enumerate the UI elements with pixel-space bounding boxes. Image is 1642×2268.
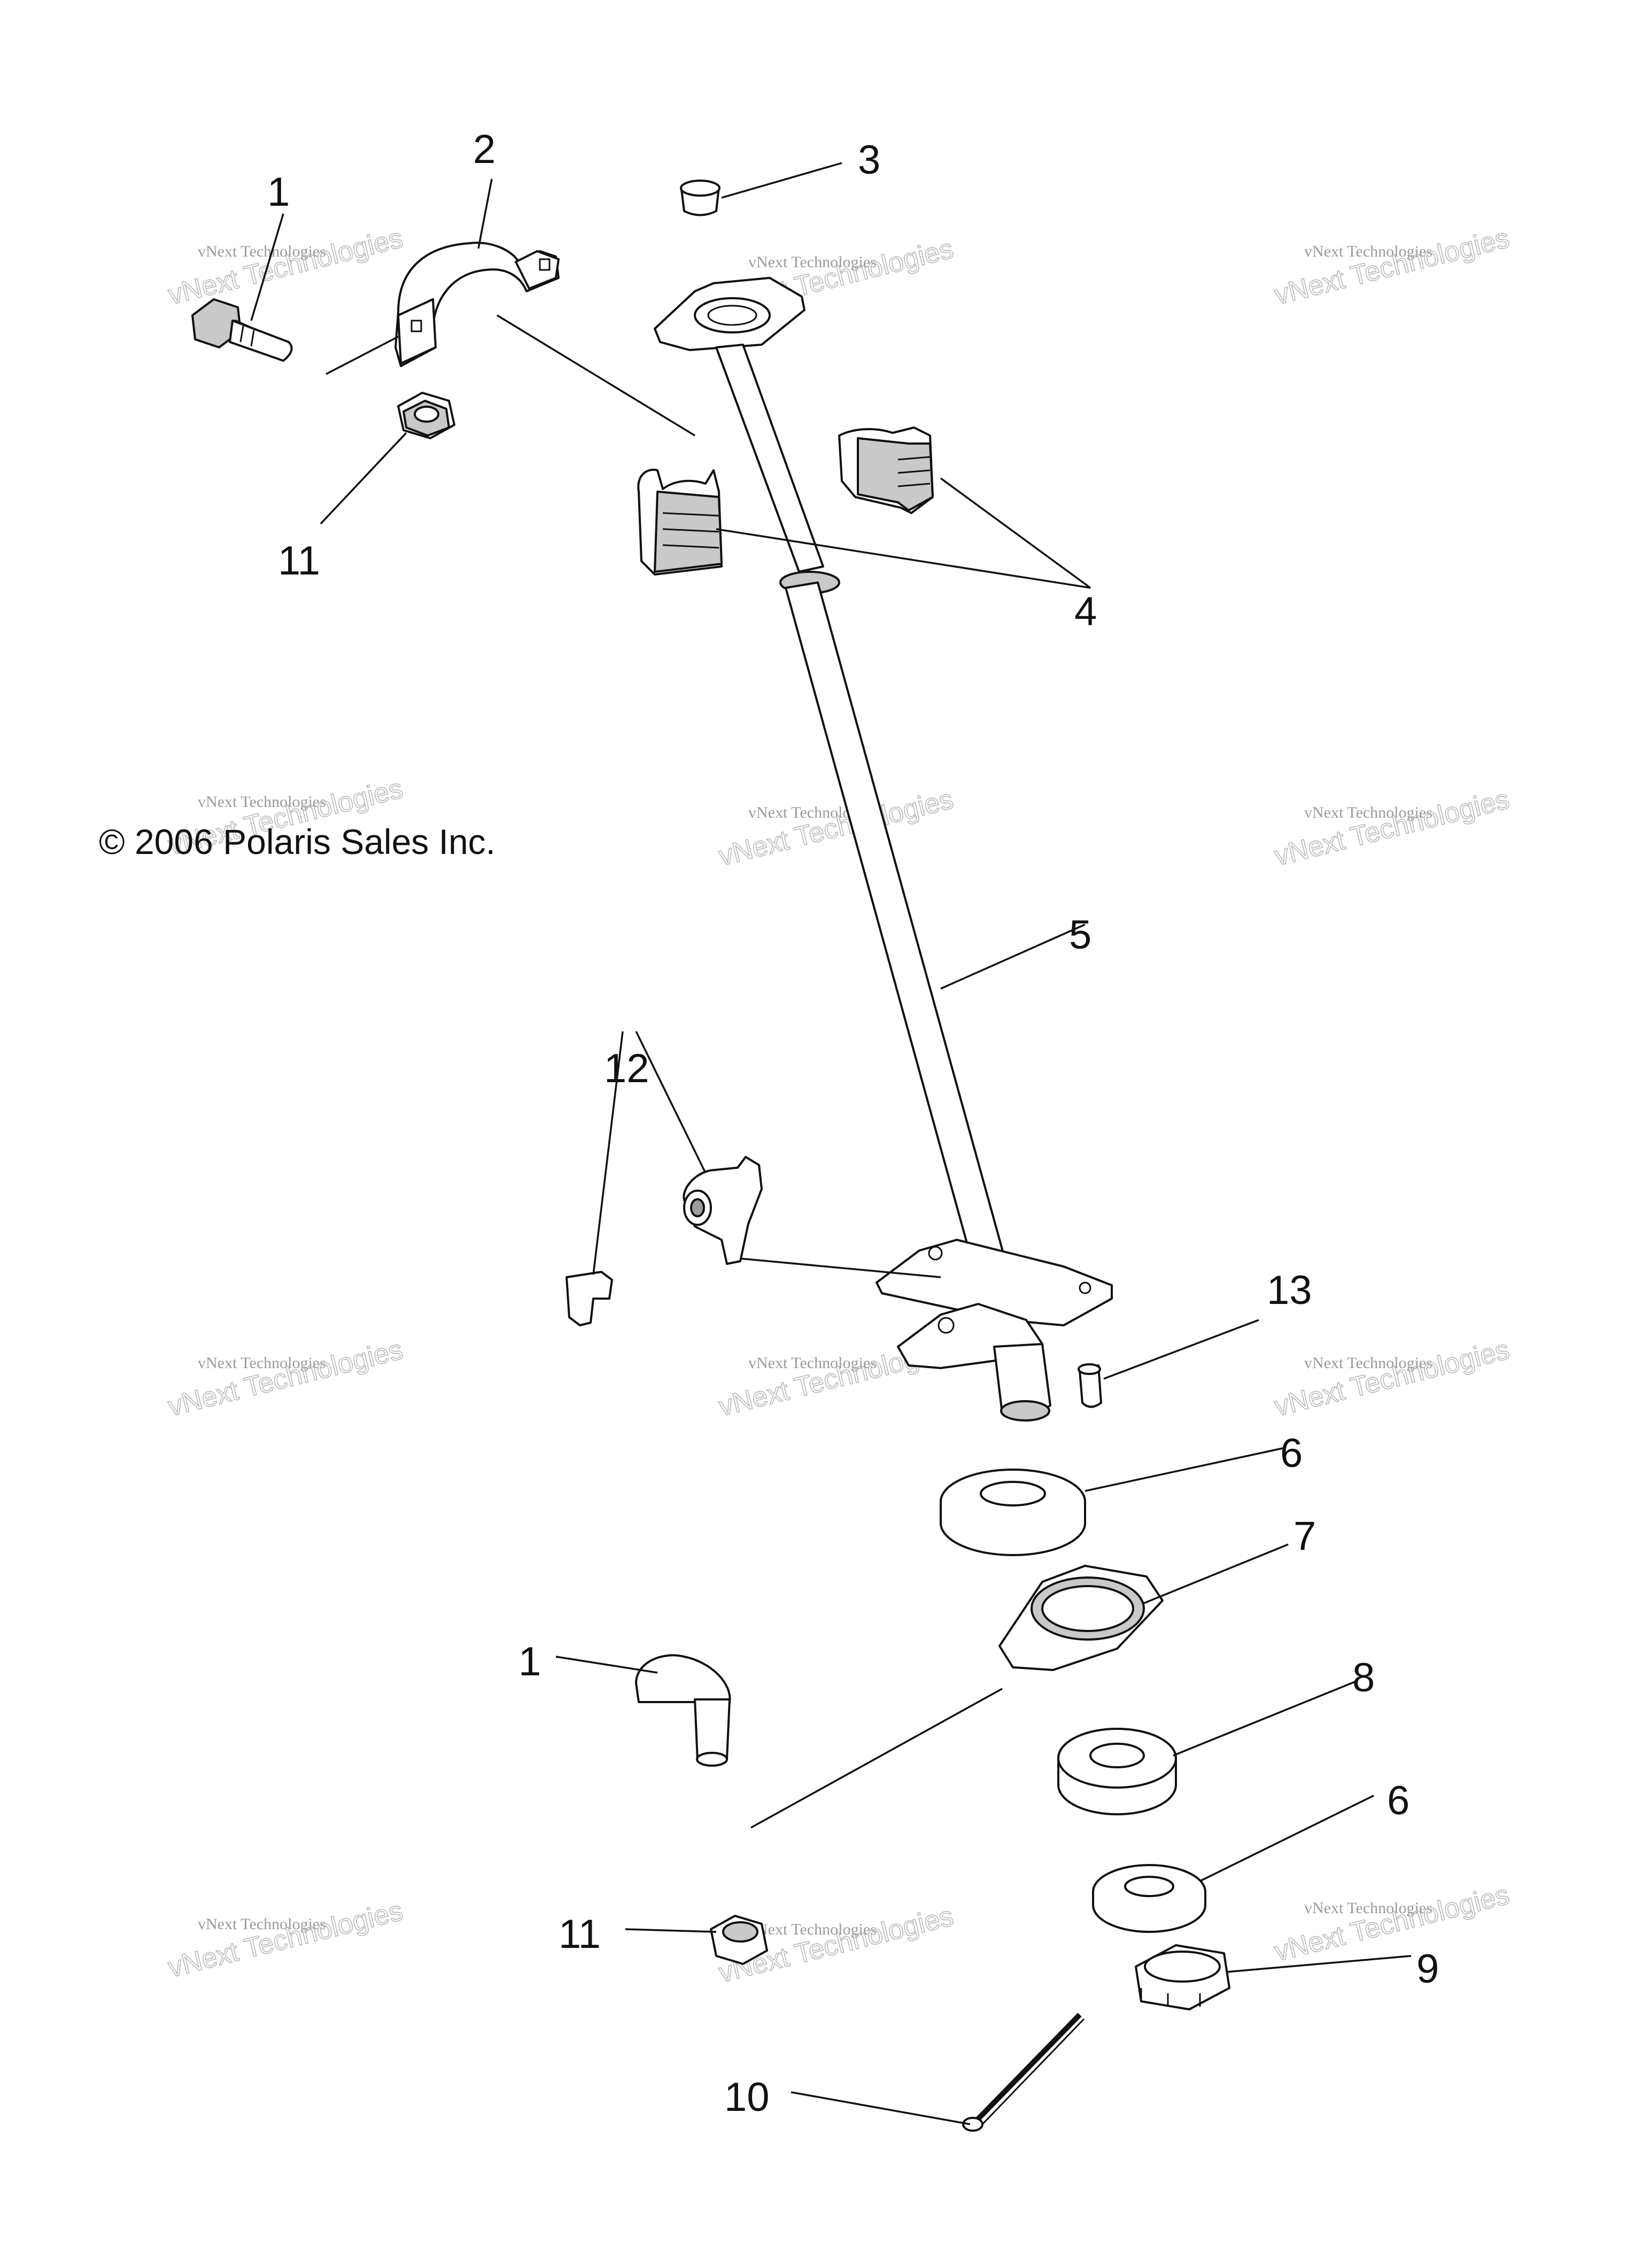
callout-7: 7 — [1294, 1513, 1316, 1559]
watermark-grid: vNext Technologies vNext Technologies vN… — [165, 222, 1513, 1990]
svg-text:vNext Technologies: vNext Technologies — [1304, 1354, 1432, 1372]
svg-text:vNext Technologies: vNext Technologies — [165, 1334, 406, 1423]
part-cotter-pin — [962, 2013, 1085, 2132]
svg-text:vNext Technologies: vNext Technologies — [748, 1354, 877, 1372]
callout-13: 13 — [1267, 1268, 1312, 1313]
part-bearing-halves — [637, 426, 934, 576]
svg-text:vNext Technologies: vNext Technologies — [716, 784, 957, 872]
watermark: vNext Technologies vNext Technologies — [1271, 1879, 1513, 1968]
watermark: vNext Technologies vNext Technologies — [165, 1334, 406, 1423]
callout-10: 10 — [724, 2075, 770, 2120]
callout-2: 2 — [473, 127, 495, 172]
part-ignition-lock — [683, 1156, 763, 1265]
part-key — [566, 1271, 613, 1326]
part-washer-upper — [940, 1469, 1086, 1556]
part-bearing-holder — [998, 1565, 1164, 1671]
part-thick-bushing — [1057, 1728, 1177, 1815]
callout-1-lower: 1 — [518, 1639, 541, 1684]
svg-text:vNext Technologies: vNext Technologies — [1304, 1899, 1432, 1917]
svg-text:vNext Technologies: vNext Technologies — [198, 243, 326, 260]
part-fitting — [1078, 1363, 1102, 1408]
part-bushing — [680, 180, 721, 216]
watermark: vNext Technologies vNext Technologies — [165, 1895, 406, 1984]
watermark: vNext Technologies vNext Technologies — [165, 222, 406, 312]
svg-text:vNext Technologies: vNext Technologies — [748, 253, 877, 271]
callout-6-lower: 6 — [1387, 1778, 1409, 1823]
part-bolt-bottom — [635, 1654, 731, 1767]
svg-text:vNext Technologies: vNext Technologies — [165, 1896, 406, 1984]
part-clamp — [394, 242, 560, 367]
part-nut-top — [397, 392, 455, 439]
svg-text:vNext Technologies: vNext Technologies — [1304, 243, 1432, 260]
part-nut-bottom — [710, 1915, 768, 1965]
watermark: vNext Technologies vNext Technologies — [1271, 783, 1513, 873]
callout-11: 11 — [278, 538, 320, 584]
svg-text:vNext Technologies: vNext Technologies — [748, 1921, 877, 1938]
svg-text:vNext Technologies: vNext Technologies — [165, 223, 406, 311]
leader-lines — [250, 162, 1412, 2125]
svg-text:vNext Technologies: vNext Technologies — [1272, 1879, 1513, 1968]
callout-1: 1 — [267, 169, 290, 215]
part-steering-post — [654, 277, 1113, 1422]
svg-text:vNext Technologies: vNext Technologies — [198, 793, 326, 811]
watermark: vNext Technologies vNext Technologies — [1271, 1334, 1513, 1423]
callout-8: 8 — [1352, 1655, 1375, 1700]
watermark: vNext Technologies vNext Technologies — [715, 783, 957, 873]
callout-labels: 1 2 3 4 5 6 7 1 8 6 9 10 11 11 12 13 — [267, 127, 1439, 2120]
callout-11-lower: 11 — [559, 1912, 601, 1957]
copyright-notice: © 2006 Polaris Sales Inc. — [99, 822, 495, 861]
callout-3: 3 — [858, 137, 880, 183]
svg-text:vNext Technologies: vNext Technologies — [1272, 223, 1513, 311]
callout-9: 9 — [1416, 1946, 1439, 1992]
svg-text:vNext Technologies: vNext Technologies — [1272, 784, 1513, 872]
part-castle-nut — [1135, 1944, 1230, 2010]
part-washer-lower — [1092, 1864, 1206, 1933]
part-bolt-top — [191, 298, 293, 362]
svg-text:vNext Technologies: vNext Technologies — [198, 1915, 326, 1933]
callout-6: 6 — [1280, 1431, 1303, 1476]
watermark: vNext Technologies vNext Technologies — [1271, 222, 1513, 312]
callout-12: 12 — [604, 1046, 649, 1091]
svg-text:vNext Technologies: vNext Technologies — [1304, 804, 1432, 821]
svg-text:vNext Technologies: vNext Technologies — [1272, 1334, 1513, 1423]
callout-5: 5 — [1069, 912, 1091, 958]
svg-text:vNext Technologies: vNext Technologies — [198, 1354, 326, 1372]
callout-4: 4 — [1074, 589, 1097, 634]
